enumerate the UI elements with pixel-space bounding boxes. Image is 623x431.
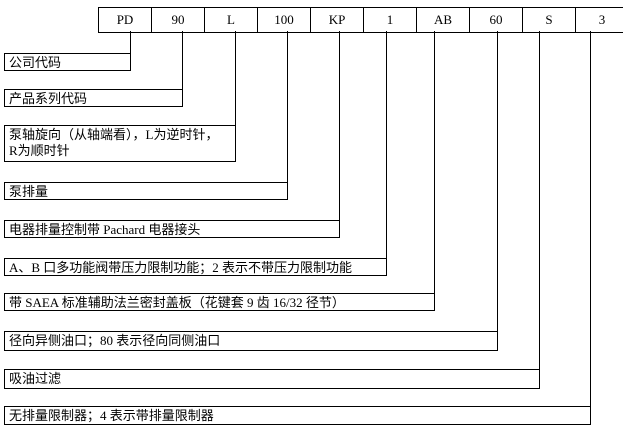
connector-filter: [539, 31, 540, 370]
desc-limiter: 无排量限制器；4 表示带排量限制器: [4, 406, 591, 425]
connector-limiter: [590, 31, 591, 407]
connector-valve: [386, 31, 387, 259]
desc-series-code: 产品系列代码: [4, 89, 183, 107]
desc-rotation-line1: 泵轴旋向（从轴端看），L为逆时针，: [9, 127, 219, 142]
connector-company: [130, 31, 131, 54]
code-cell-valve: 1: [363, 7, 417, 33]
desc-port: 径向异侧油口；80 表示径向同侧油口: [4, 331, 498, 351]
code-cell-control: KP: [310, 7, 364, 33]
connector-series: [182, 31, 183, 90]
code-cell-company: PD: [98, 7, 152, 33]
desc-company-code: 公司代码: [4, 53, 131, 71]
connector-port: [497, 31, 498, 332]
code-cell-port: 60: [469, 7, 523, 33]
desc-control: 电器排量控制带 Pachard 电器接头: [4, 220, 340, 238]
code-cell-series: 90: [151, 7, 205, 33]
code-cell-limiter: 3: [575, 7, 623, 33]
desc-rotation-line2: R为顺时针: [9, 143, 70, 158]
connector-rotation: [235, 31, 236, 126]
desc-valve: A、B 口多功能阀带压力限制功能；2 表示不带压力限制功能: [4, 258, 387, 276]
code-cell-rotation: L: [204, 7, 258, 33]
model-code-row: PD 90 L 100 KP 1 AB 60 S 3: [98, 7, 623, 33]
desc-filter: 吸油过滤: [4, 369, 540, 389]
desc-displacement: 泵排量: [4, 182, 288, 200]
desc-rotation: 泵轴旋向（从轴端看），L为逆时针， R为顺时针: [4, 125, 236, 162]
connector-control: [339, 31, 340, 221]
connector-cover-plate: [434, 31, 435, 294]
connector-displacement: [287, 31, 288, 183]
code-cell-displacement: 100: [257, 7, 311, 33]
code-cell-filter: S: [522, 7, 576, 33]
code-cell-cover-plate: AB: [416, 7, 470, 33]
desc-cover-plate: 带 SAEA 标准辅助法兰密封盖板（花键套 9 齿 16/32 径节）: [4, 293, 435, 311]
